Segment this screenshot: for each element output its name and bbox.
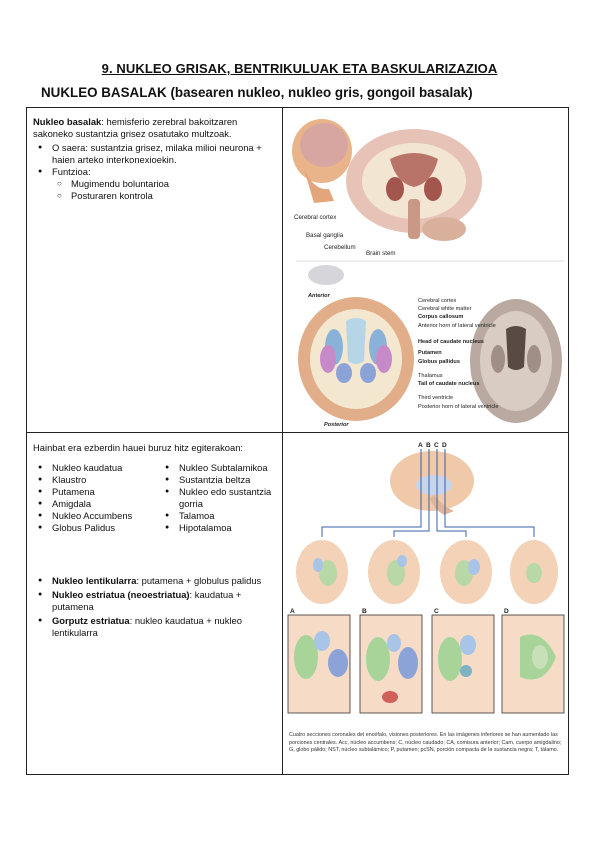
list-item: Amigdala [33,498,148,510]
section-letter: A [418,442,423,449]
list-item: Globus Palidus [33,522,148,534]
definition-cell: Nukleo basalak: hemisferio zerebral bako… [33,116,276,202]
small-coronal-sections [296,540,558,604]
nuclei-list-left: Nukleo kaudatua Klaustro Putamena Amigda… [33,462,148,534]
list-item: O saera: sustantzia grisez, milaka milio… [33,142,276,166]
table-row-basal-nuclei: Nukleo basalak: hemisferio zerebral bako… [27,108,568,433]
list-item: Funtzioa: [33,166,276,178]
list-item: Hipotalamoa [160,522,278,534]
figure-label: Globus pallidus [418,359,460,365]
figure-label: Cerebral white matter [418,306,472,312]
panel-letter: C [434,608,439,615]
panel-letter: B [362,608,367,615]
list-item: Nukleo estriatua (neoestriatua): kaudatu… [33,589,276,613]
list-item: Putamena [33,486,148,498]
section-letter: D [442,442,447,449]
table-row-terminology: Hainbat era ezberdin hauei buruz hitz eg… [27,433,568,774]
list-item: Sustantzia beltza [160,474,278,486]
structure-list: O saera: sustantzia grisez, milaka milio… [33,142,276,178]
figure-label: Basal ganglia [306,232,344,239]
list-item: Gorputz estriatua: nukleo kaudatua + nuk… [33,615,276,639]
terms-list: Nukleo lentikularra: putamena + globulus… [33,575,276,639]
section-title: NUKLEO BASALAK (basearen nukleo, nukleo … [41,85,473,100]
list-item: Klaustro [33,474,148,486]
basal-ganglia-figure: Cerebral cortex Basal ganglia Cerebellum… [292,119,564,428]
term-definition: : putamena + globulus palidus [136,575,262,586]
figure-label: Brain stem [366,250,396,257]
panel-letter: A [290,608,295,615]
column-divider [282,433,284,774]
term-definition: : nukleo kaudatua + nukleo lentikularra [52,615,242,638]
definition-paragraph: Nukleo basalak: hemisferio zerebral bako… [33,116,276,140]
function-list: Mugimendu boluntarioa Posturaren kontrol… [52,178,276,202]
list-item: Mugimendu boluntarioa [52,178,276,190]
figure-label: Putamen [418,350,442,356]
figure-label: Corpus callosum [418,314,463,320]
figure-label: Head of caudate nucleus [418,339,484,345]
chapter-title: 9. NUKLEO GRISAK, BENTRIKULUAK ETA BASKU… [101,61,498,76]
term-name: Nukleo lentikularra [52,575,137,586]
intro-text: Hainbat era ezberdin hauei buruz hitz eg… [33,442,244,453]
column-divider [282,108,284,432]
list-item: Nukleo kaudatua [33,462,148,474]
coronal-brain-section [346,129,482,241]
nuclei-list-right: Nukleo Subtalamikoa Sustantzia beltza Nu… [160,462,278,534]
figure-caption: Cuatro secciones coronales del encéfalo,… [289,732,562,754]
term-name: Gorputz estriatua [52,615,130,626]
list-item: Nukleo lentikularra: putamena + globulus… [33,575,276,587]
inset-brain [308,265,344,285]
content-table: Nukleo basalak: hemisferio zerebral bako… [26,107,569,775]
figure-label: Cerebellum [324,244,356,251]
section-letter: B [426,442,431,449]
section-letter: C [434,442,439,449]
term-definition: : kaudatua + putamena [52,589,242,612]
figure-label: Cerebral cortex [418,298,456,304]
figure-label: Anterior horn of lateral ventricle [418,323,496,329]
axial-section-illustration [298,297,414,421]
list-item: Posturaren kontrola [52,190,276,202]
list-item: Nukleo edo sustantzia gorria [160,486,278,510]
list-item: Nukleo Subtalamikoa [160,462,278,474]
axial-section-photo [470,299,562,423]
figure-label: Anterior [307,293,331,299]
list-item: Talamoa [160,510,278,522]
figure-label: Tail of caudate nucleus [418,381,479,387]
head-illustration [292,119,352,203]
figure-label: Posterior [324,422,349,428]
coronal-sections-figure: A B C D [287,442,565,714]
list-item: Nukleo Accumbens [33,510,148,522]
sagittal-brain [390,449,474,521]
figure-label: Cerebral cortex [294,214,337,221]
term-name: Nukleo estriatua (neoestriatua) [52,589,190,600]
connector-lines [321,521,535,537]
definition-text: : hemisferio zerebral bakoitzaren sakone… [33,116,238,139]
panel-letter: D [504,608,509,615]
figure-label: Posterior horn of lateral ventricle [418,404,499,410]
enlarged-panels [287,614,565,714]
definition-term: Nukleo basalak [33,116,102,127]
figure-label: Third ventricle [418,395,453,401]
figure-label: Thalamus [418,373,443,379]
